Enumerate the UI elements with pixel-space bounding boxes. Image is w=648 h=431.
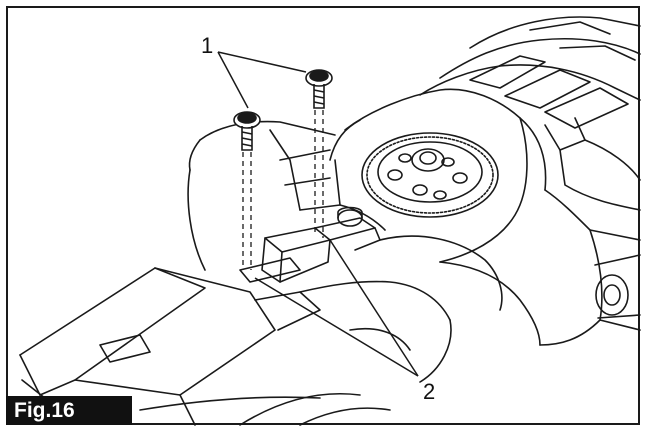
insertion-guides (242, 110, 324, 270)
gear-wheel (361, 132, 499, 218)
figure-frame (6, 6, 640, 425)
leader-lines (217, 51, 419, 377)
lower-housing (139, 235, 503, 426)
motor-housing (419, 16, 641, 211)
cord-guard (19, 267, 321, 426)
screw-right (305, 69, 333, 109)
gear-housing (329, 88, 641, 346)
callout-2: 2 (423, 379, 436, 404)
figure-label: Fig.16 (6, 396, 132, 425)
callout-1: 1 (201, 33, 214, 58)
screw-left (233, 111, 261, 151)
